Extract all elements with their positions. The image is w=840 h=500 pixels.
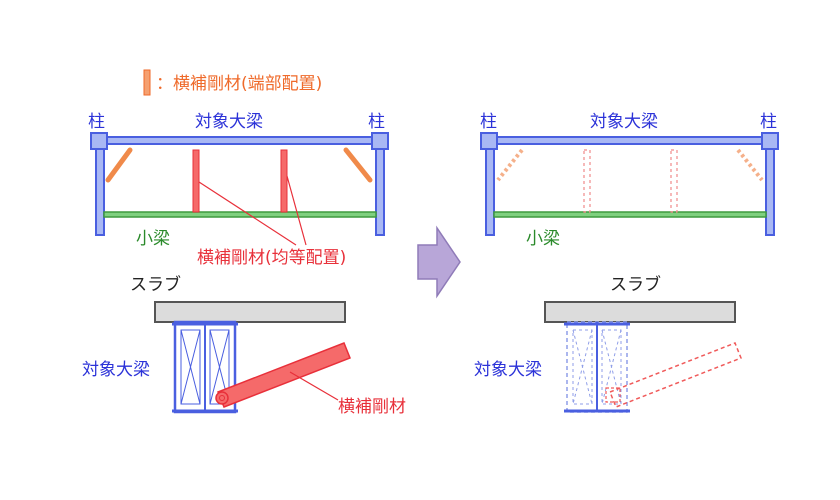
right-elevation: 柱 柱 対象大梁 小梁	[480, 112, 779, 249]
left-leader-2	[286, 175, 307, 246]
right-end-brace-right-removed	[736, 148, 764, 182]
left-section-brace-bolt	[215, 391, 229, 405]
right-section-girder-label: 対象大梁	[474, 360, 542, 380]
legend-text: ：横補剛材(端部配置)	[156, 74, 322, 94]
left-leader-1	[198, 181, 297, 246]
right-slab-label: スラブ	[610, 274, 661, 295]
right-uniform-brace-2-removed	[670, 149, 678, 213]
right-slab	[544, 301, 736, 323]
left-section-girder-label: 対象大梁	[82, 360, 150, 380]
left-section: スラブ 対象大梁 横補剛材	[82, 274, 406, 417]
right-section: スラブ 対象大梁	[474, 274, 742, 413]
left-small-beam-label: 小梁	[136, 229, 170, 249]
left-uniform-brace-2	[280, 149, 288, 213]
left-small-beam	[103, 211, 377, 218]
right-column-cap-left	[480, 132, 498, 150]
right-column-right	[765, 142, 775, 236]
right-girder-label: 対象大梁	[590, 112, 658, 132]
left-column-label-left: 柱	[88, 112, 105, 132]
right-uniform-brace-1-removed	[583, 149, 591, 213]
right-column-cap-right	[761, 132, 779, 150]
left-column-label-right: 柱	[368, 112, 385, 132]
right-small-beam	[493, 211, 767, 218]
legend-marker-icon	[143, 69, 151, 96]
right-end-brace-left-removed	[496, 148, 524, 182]
right-column-left	[485, 142, 495, 236]
left-uniform-brace-label: 横補剛材(均等配置)	[197, 248, 346, 268]
right-hatch-x4	[601, 329, 622, 405]
right-hatch-box-right	[601, 329, 622, 405]
left-section-brace-label: 横補剛材	[338, 397, 406, 417]
transition-arrow-icon	[417, 225, 461, 299]
left-elevation: 柱 柱 対象大梁 小梁 横補剛材(均等配置)	[88, 112, 389, 268]
right-section-brace-removed	[609, 342, 742, 408]
left-hatch-x4	[209, 329, 230, 405]
left-slab	[154, 301, 346, 323]
left-column-right	[375, 142, 385, 236]
left-end-brace-right	[343, 147, 373, 183]
left-section-brace-leader	[289, 371, 339, 401]
left-column-cap-left	[90, 132, 108, 150]
right-section-brace-plate-removed	[605, 387, 621, 403]
left-girder-label: 対象大梁	[195, 112, 263, 132]
right-small-beam-label: 小梁	[526, 229, 560, 249]
left-end-brace-left	[105, 147, 133, 183]
left-slab-label: スラブ	[130, 274, 181, 295]
right-hatch-x2	[572, 329, 593, 405]
right-girder	[489, 136, 771, 145]
legend: ：横補剛材(端部配置)	[143, 69, 322, 96]
left-uniform-brace-1	[192, 149, 200, 213]
right-column-label-left: 柱	[480, 112, 497, 132]
left-girder	[99, 136, 381, 145]
left-column-cap-right	[371, 132, 389, 150]
left-column-left	[95, 142, 105, 236]
left-section-brace-bolt-inner	[219, 395, 225, 401]
right-hatch-box-left	[572, 329, 593, 405]
left-hatch-x2	[180, 329, 201, 405]
left-section-brace	[217, 342, 351, 408]
right-column-label-right: 柱	[760, 112, 777, 132]
left-hatch-box-left	[180, 329, 201, 405]
